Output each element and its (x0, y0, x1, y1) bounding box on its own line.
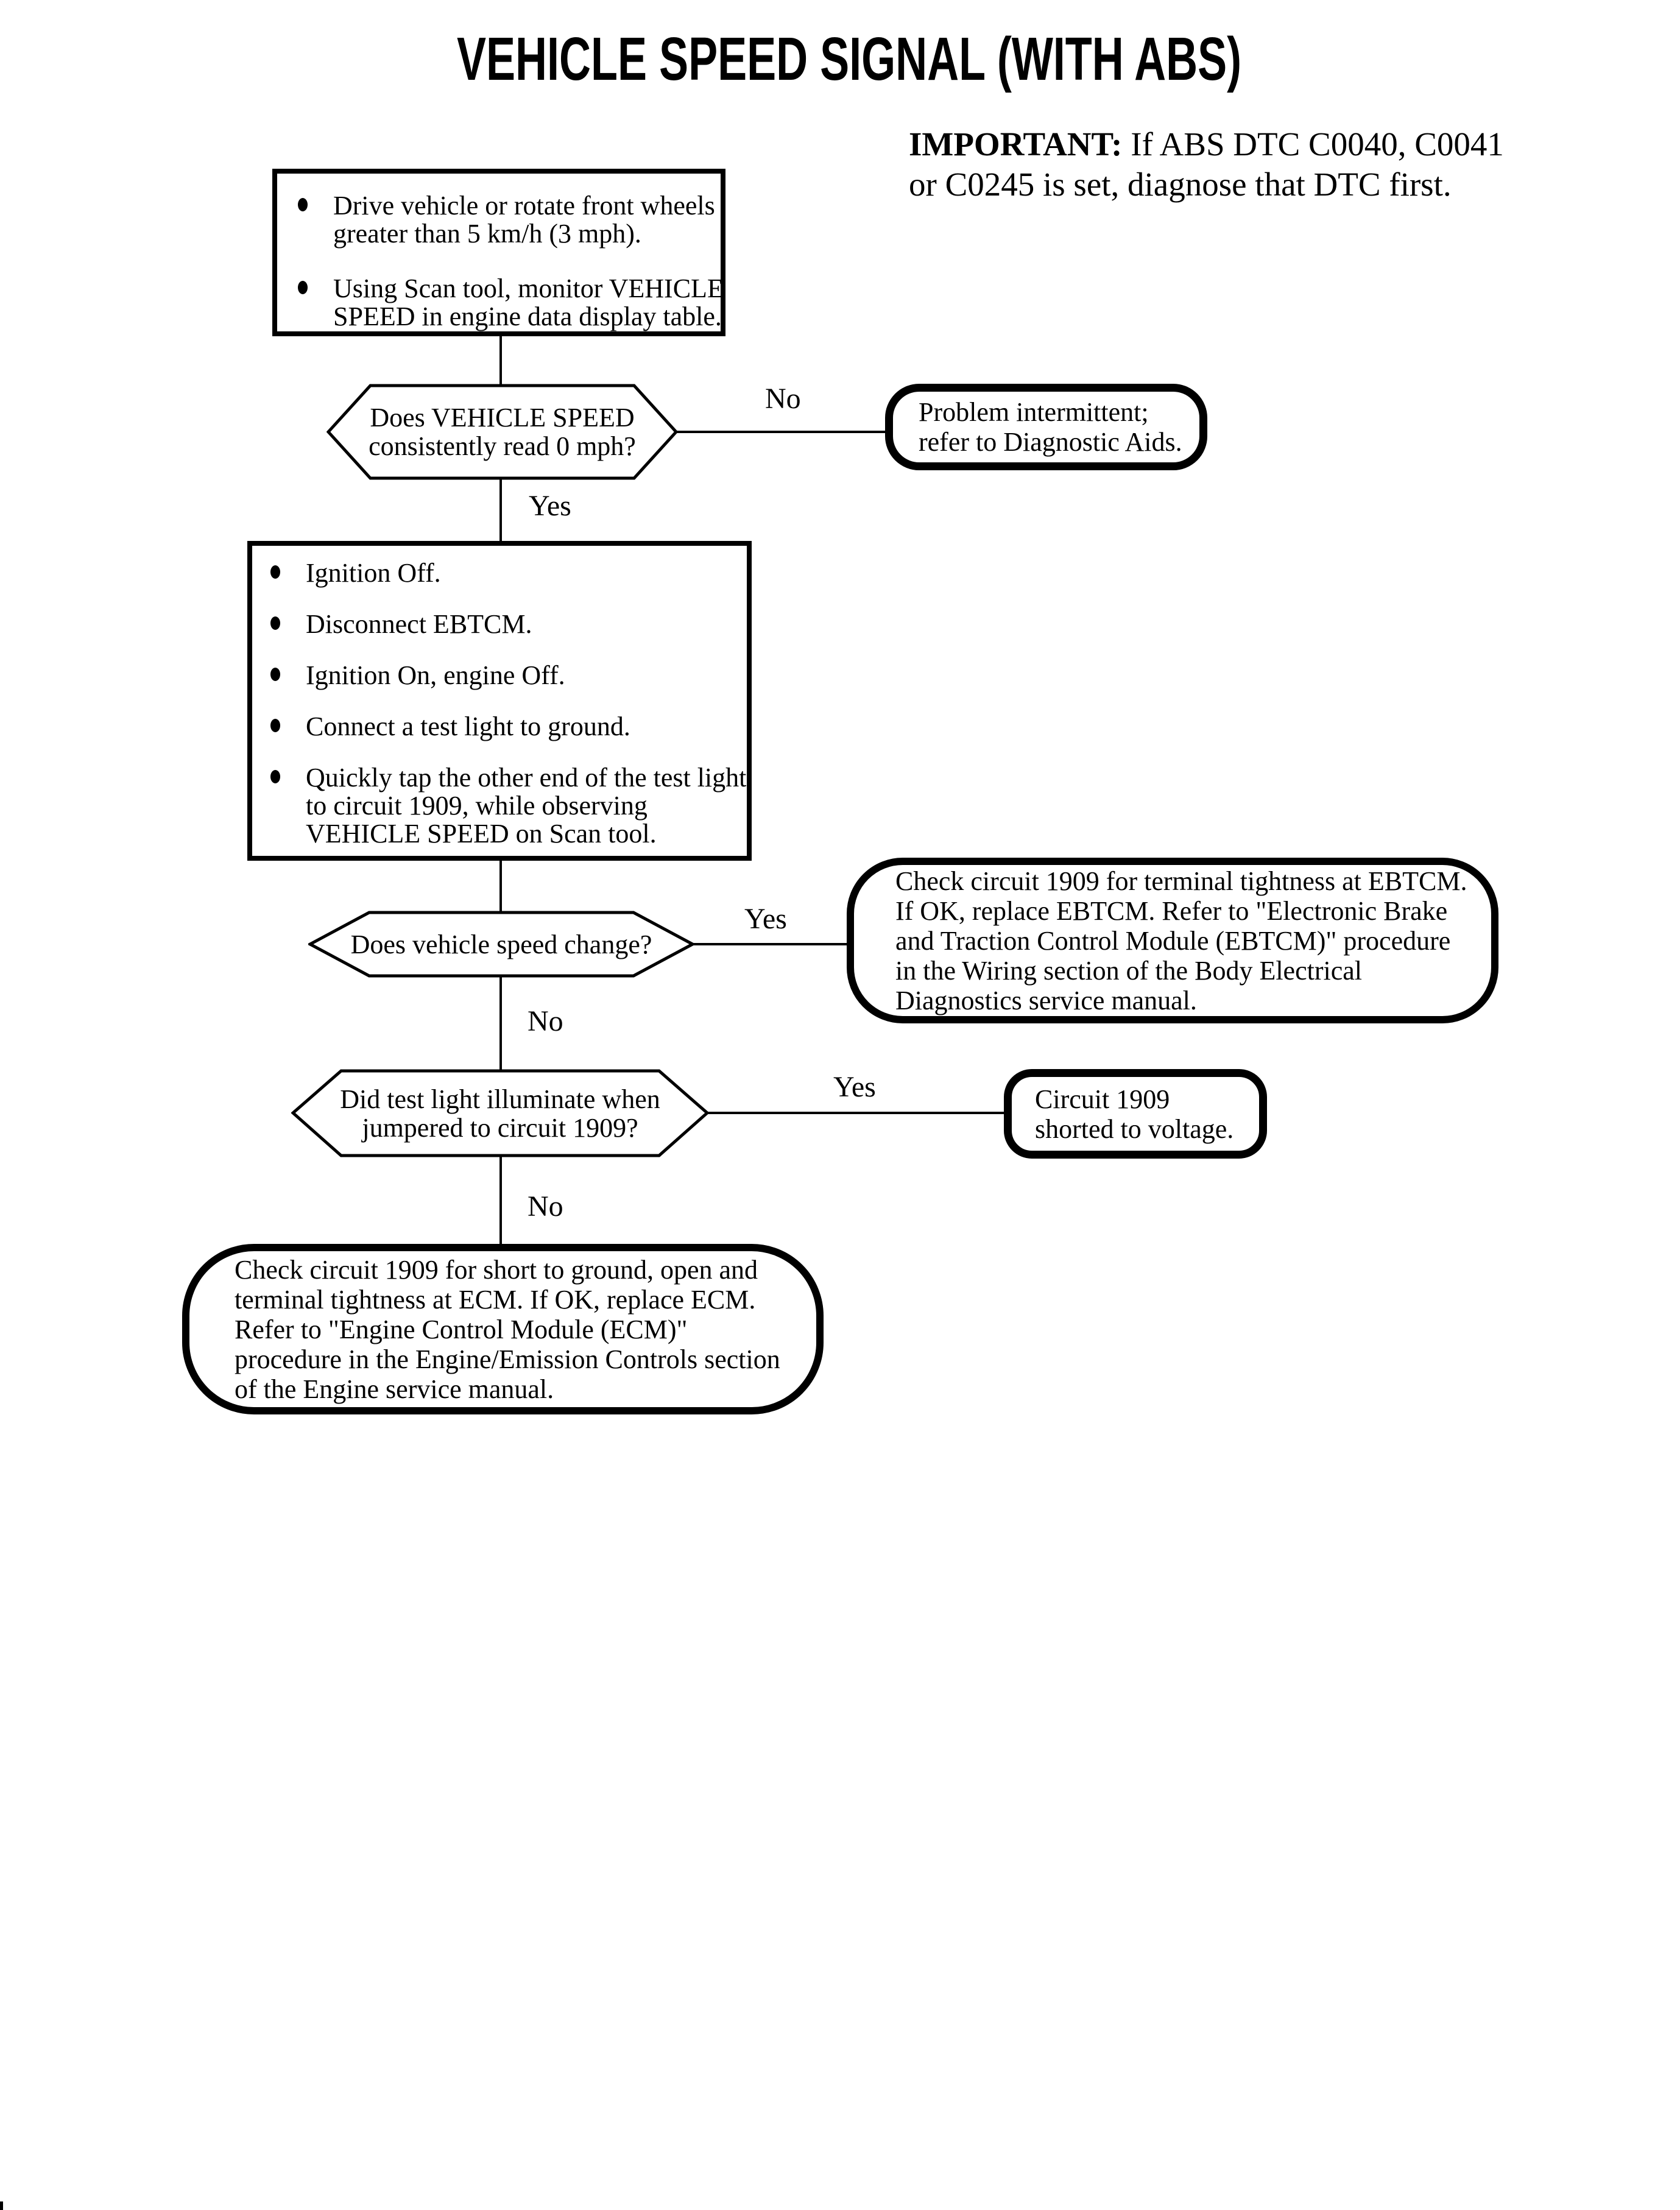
branch-label-no: No (528, 1190, 563, 1223)
bullet-text: Disconnect EBTCM. (306, 609, 532, 639)
bullet-dot-icon (298, 198, 308, 211)
bullet-dot-icon (270, 719, 280, 732)
step-box-initial-checks: Drive vehicle or rotate front wheels gre… (272, 169, 725, 336)
page-title: VEHICLE SPEED SIGNAL (WITH ABS) (457, 25, 1242, 93)
outcome-text: Check circuit 1909 for terminal tightnes… (895, 866, 1467, 1015)
hexagon-outline (291, 1069, 709, 1157)
decision-question: Does VEHICLE SPEED consistently read 0 m… (369, 403, 636, 461)
branch-label-no: No (528, 1005, 563, 1037)
outcome-text: Check circuit 1909 for short to ground, … (235, 1254, 780, 1404)
scan-artifact (0, 2201, 3, 2210)
outcome-problem-intermittent: Problem intermittent; refer to Diagnosti… (885, 384, 1207, 470)
hexagon-outline (326, 384, 678, 480)
bullet-dot-icon (270, 668, 280, 681)
bullet-text: Connect a test light to ground. (306, 711, 630, 741)
bullet-dot-icon (298, 281, 308, 294)
outcome-check-ecm: Check circuit 1909 for short to ground, … (182, 1244, 824, 1414)
branch-label-yes: Yes (744, 903, 787, 935)
bullet-item: Ignition On, engine Off. (270, 662, 739, 690)
step-box-test-light-procedure: Ignition Off. Disconnect EBTCM. Ignition… (247, 541, 752, 861)
outcome-circuit-shorted: Circuit 1909 shorted to voltage. (1004, 1069, 1267, 1159)
bullet-item: Disconnect EBTCM. (270, 610, 739, 638)
decision-hexagon-speed-change: Does vehicle speed change? (308, 911, 694, 978)
outcome-text: Problem intermittent; refer to Diagnosti… (919, 397, 1182, 457)
bullet-item: Ignition Off. (270, 559, 739, 587)
bullet-text: Ignition Off. (306, 558, 441, 588)
bullet-text: Using Scan tool, monitor VEHICLE SPEED i… (333, 274, 724, 331)
outcome-check-ebtcm: Check circuit 1909 for terminal tightnes… (847, 858, 1498, 1023)
decision-question: Did test light illuminate when jumpered … (340, 1084, 660, 1143)
outcome-text: Circuit 1909 shorted to voltage. (1035, 1084, 1234, 1144)
bullet-item: Drive vehicle or rotate front wheels gre… (298, 191, 715, 249)
decision-hexagon-vehicle-speed-zero: Does VEHICLE SPEED consistently read 0 m… (326, 384, 678, 480)
hexagon-outline (308, 911, 694, 978)
bullet-dot-icon (270, 616, 280, 630)
branch-label-yes: Yes (833, 1071, 876, 1103)
bullet-item: Quickly tap the other end of the test li… (270, 764, 746, 848)
bullet-text: Ignition On, engine Off. (306, 660, 565, 690)
important-label: IMPORTANT: (909, 125, 1123, 163)
bullet-text: Drive vehicle or rotate front wheels gre… (333, 191, 715, 249)
bullet-item: Connect a test light to ground. (270, 713, 739, 741)
decision-hexagon-test-light-illuminate: Did test light illuminate when jumpered … (291, 1069, 709, 1157)
bullet-dot-icon (270, 565, 280, 579)
decision-question: Does vehicle speed change? (350, 929, 652, 959)
branch-label-yes: Yes (529, 490, 571, 522)
bullet-item: Using Scan tool, monitor VEHICLE SPEED i… (298, 275, 724, 331)
branch-label-no: No (765, 383, 801, 415)
important-text: If ABS DTC C0040, C0041 or C0245 is set,… (909, 125, 1504, 203)
important-note: IMPORTANT: If ABS DTC C0040, C0041 or C0… (909, 124, 1591, 205)
bullet-dot-icon (270, 770, 280, 783)
bullet-text: Quickly tap the other end of the test li… (306, 763, 747, 849)
